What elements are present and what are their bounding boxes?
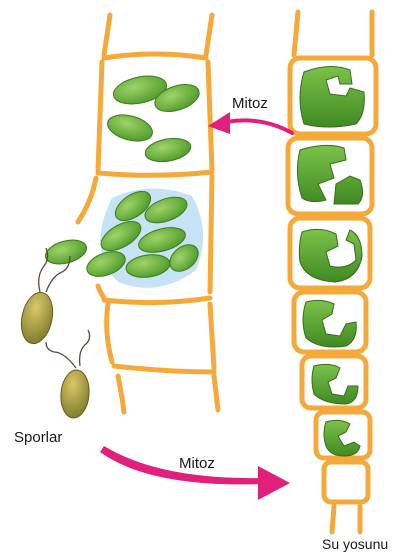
mitoz-label-bottom: Mitoz (179, 455, 215, 472)
left-filament-wall-broken (78, 178, 96, 222)
su-yosunu-label: Su yosunu (322, 536, 388, 552)
mitoz-label-top: Mitoz (232, 95, 268, 112)
right-cell-chloroplasts (297, 66, 364, 456)
left-filament-wall (210, 304, 214, 368)
spore-2 (46, 330, 91, 419)
right-filament-wall (332, 506, 334, 532)
chloroplast (300, 66, 364, 127)
left-filament-wall-broken (98, 286, 104, 298)
chloroplast (105, 110, 156, 145)
spore-body (59, 369, 91, 419)
chloroplast (299, 229, 362, 282)
sporlar-label: Sporlar (14, 429, 62, 446)
chloroplast (143, 135, 192, 165)
flagellum (46, 342, 76, 368)
flagellum (80, 330, 90, 366)
mitosis-arrow-icon (258, 466, 290, 500)
chloroplast (297, 145, 362, 204)
left-filament-wall (206, 15, 212, 55)
zoospore-release (43, 186, 203, 288)
mitosis-arrow-top (208, 112, 292, 134)
left-cell-chloroplasts (105, 72, 203, 165)
spore-body (17, 289, 57, 346)
free-spores (17, 248, 91, 419)
right-cell (324, 462, 368, 502)
left-filament-wall (104, 15, 110, 55)
left-cell-divider (104, 54, 206, 58)
left-cell-divider (104, 298, 210, 303)
left-filament-wall (214, 376, 218, 410)
left-cell-divider (98, 172, 212, 175)
left-cell-divider (114, 366, 214, 372)
mitosis-arrow-shaft (226, 120, 292, 133)
chloroplast (324, 420, 360, 456)
left-filament-wall (98, 62, 102, 170)
left-filament-wall (107, 304, 112, 362)
chloroplast (312, 364, 358, 404)
left-filament-wall (208, 62, 212, 170)
chloroplast (303, 300, 356, 347)
zoospore (43, 236, 89, 268)
left-filament-wall (210, 176, 212, 292)
left-filament-wall (118, 376, 124, 412)
right-filament-wall (294, 12, 298, 55)
